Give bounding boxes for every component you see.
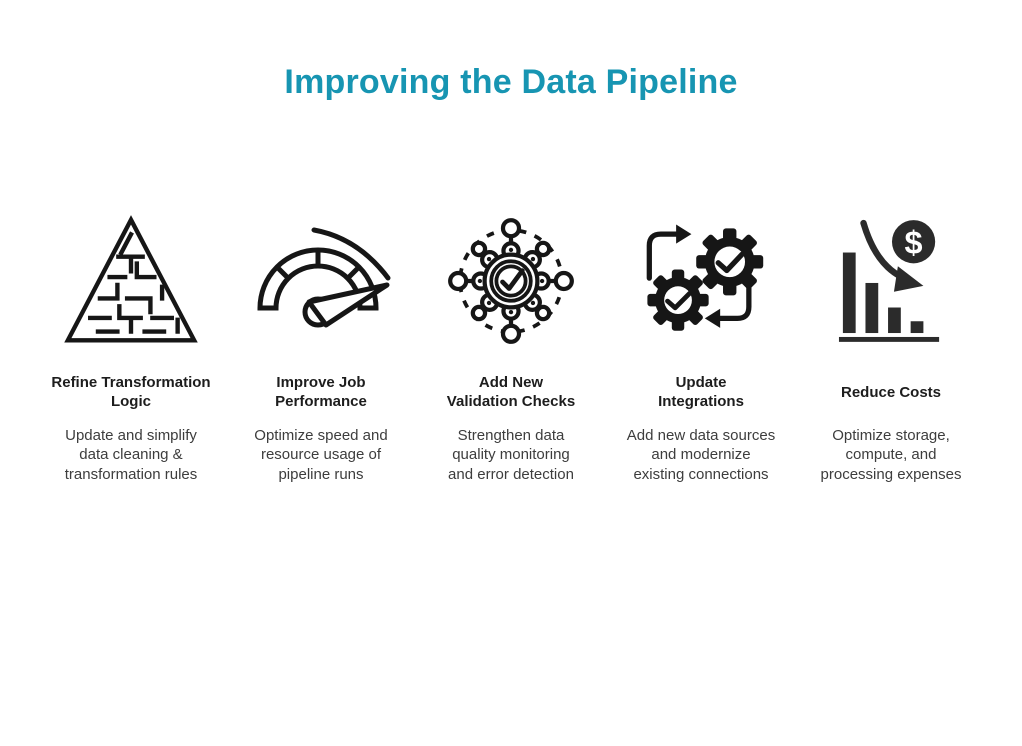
column-description: Add new data sources and modernize exist… [626,427,776,483]
icon-box [246,212,396,350]
columns-row: Refine Transformation Logic Update and s… [40,212,982,484]
column-update-integrations: Update Integrations Add new data sources… [610,212,792,484]
icon-box [63,212,199,350]
column-description: Update and simplify data cleaning & tran… [64,427,198,483]
column-heading: Add New Validation Checks [446,374,576,411]
column-heading: Improve Job Performance [275,374,367,411]
maze-pyramid-icon [64,215,198,343]
svg-text:$: $ [905,225,923,261]
column-reduce-costs: $ Reduce Costs Optimize storage, compute… [800,212,982,484]
speedometer-icon [257,227,391,328]
column-description: Optimize speed and resource usage of pip… [254,427,388,483]
gears-sync-icon [646,224,764,331]
column-heading: Refine Transformation Logic [51,374,211,411]
column-description: Strengthen data quality monitoring and e… [448,427,574,483]
page-title: Improving the Data Pipeline [284,63,738,101]
column-refine-transformation-logic: Refine Transformation Logic Update and s… [40,212,222,484]
column-improve-job-performance: Improve Job Performance Optimize speed a… [230,212,412,484]
validation-network-icon [448,218,574,345]
icon-box [634,212,768,350]
cost-decline-icon: $ [838,220,940,343]
column-heading: Reduce Costs [840,383,942,401]
column-add-new-validation-checks: Add New Validation Checks Strengthen dat… [420,212,602,484]
column-heading: Update Integrations [658,374,744,411]
icon-box: $ [837,212,945,350]
column-description: Optimize storage, compute, and processin… [820,427,962,483]
infographic-page: Improving the Data Pipeline Refine Trans… [0,60,1022,746]
icon-box [445,212,577,350]
